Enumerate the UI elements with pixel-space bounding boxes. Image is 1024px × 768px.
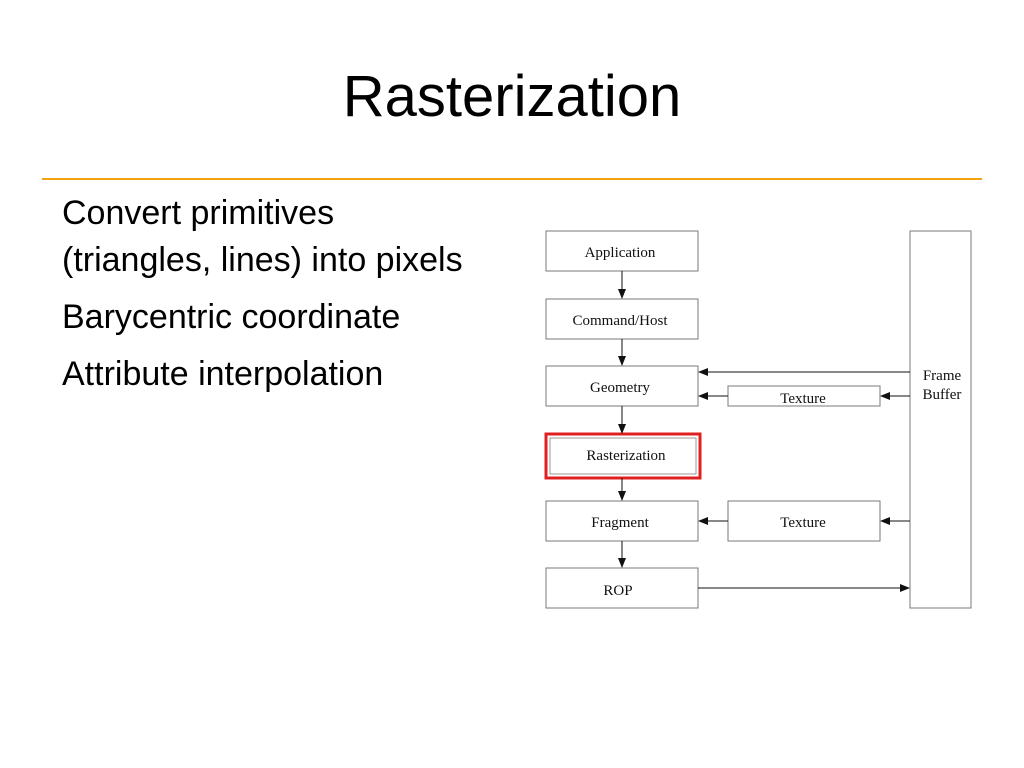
stage-fragment: Fragment	[545, 500, 699, 542]
stage-fragment-label: Fragment	[591, 515, 649, 531]
slide-title: Rasterization	[342, 64, 682, 129]
rasterization-highlight-box	[544, 432, 702, 480]
bullet-item: Barycentric coordinate	[62, 298, 401, 336]
frame-buffer: Frame Buffer	[909, 230, 972, 609]
bullet-item: Convert primitives (triangles, lines) in…	[62, 194, 463, 279]
stage-rop: ROP	[545, 567, 699, 609]
stage-geometry-label: Geometry	[590, 380, 650, 396]
bullet-item: Attribute interpolation	[62, 355, 384, 393]
stage-rasterization: Rasterization	[544, 432, 702, 480]
stage-rasterization-label: Rasterization	[586, 448, 666, 464]
bullet-list: Convert primitives (triangles, lines) in…	[62, 190, 482, 408]
title-divider	[42, 178, 982, 180]
stage-command-host-label: Command/Host	[572, 313, 668, 329]
geometry-texture: Texture	[727, 385, 881, 407]
frame-buffer-label-line2: Buffer	[923, 387, 962, 403]
frame-buffer-label-line1: Frame	[923, 368, 962, 384]
stage-application: Application	[545, 230, 699, 272]
stage-command-host: Command/Host	[545, 298, 699, 340]
stage-application-label: Application	[585, 245, 656, 261]
stage-geometry: Geometry	[545, 365, 699, 407]
fragment-texture: Texture	[727, 500, 881, 542]
fragment-texture-label: Texture	[780, 515, 826, 531]
geometry-texture-label: Texture	[780, 391, 826, 407]
stage-rop-label: ROP	[603, 583, 632, 599]
